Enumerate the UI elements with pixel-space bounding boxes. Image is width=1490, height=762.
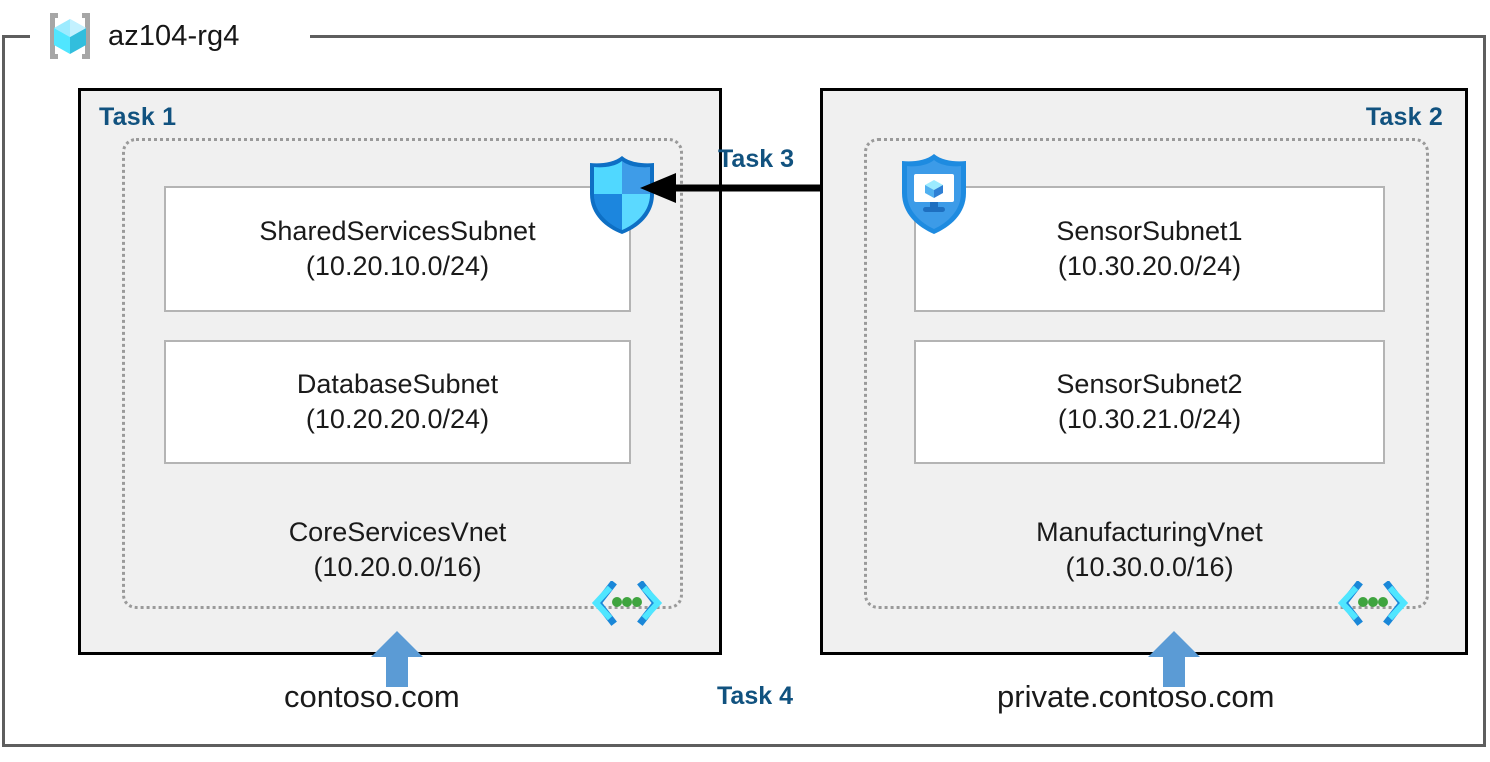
dns-zone-label-private-contoso: private.contoso.com	[997, 679, 1275, 714]
blue-up-arrow-icon	[1148, 631, 1200, 687]
vnet-cidr: (10.20.0.0/16)	[313, 552, 482, 583]
task-4-label: Task 4	[717, 682, 793, 710]
vnet-name: ManufacturingVnet	[1036, 517, 1263, 547]
subnet-cidr: (10.30.20.0/24)	[1057, 251, 1242, 281]
resource-group-label: az104-rg4	[42, 6, 240, 66]
subnet-box-sensor1: SensorSubnet1 (10.30.20.0/24)	[914, 186, 1385, 312]
blue-up-arrow-icon	[371, 631, 423, 687]
resource-group-name: az104-rg4	[108, 19, 240, 52]
task-3-label: Task 3	[718, 145, 794, 173]
vnet-caption-manufacturing: ManufacturingVnet (10.30.0.0/16)	[914, 515, 1385, 585]
vnet-container-coreservices	[122, 138, 683, 609]
azure-resource-group-cube-icon	[42, 8, 98, 64]
azure-virtual-network-icon	[591, 580, 663, 626]
vnet-container-manufacturing	[864, 138, 1429, 609]
subnet-name: SensorSubnet2	[1056, 369, 1243, 400]
subnet-box-database: DatabaseSubnet (10.20.20.0/24)	[164, 340, 631, 464]
subnet-name: DatabaseSubnet	[296, 369, 499, 400]
subnet-cidr: (10.30.21.0/24)	[1057, 404, 1242, 434]
subnet-name: SharedServicesSubnet	[259, 216, 536, 247]
subnet-cidr: (10.20.20.0/24)	[305, 404, 490, 434]
azure-vm-shield-icon	[896, 152, 972, 236]
vnet-cidr: (10.30.0.0/16)	[1065, 552, 1234, 583]
dns-zone-label-contoso: contoso.com	[284, 679, 460, 714]
subnet-box-sensor2: SensorSubnet2 (10.30.21.0/24)	[914, 340, 1385, 464]
resource-group-boundary	[2, 35, 1486, 747]
vnet-name: CoreServicesVnet	[288, 517, 507, 547]
subnet-cidr: (10.20.10.0/24)	[305, 251, 490, 281]
task-1-label: Task 1	[99, 103, 177, 131]
vnet-caption-coreservices: CoreServicesVnet (10.20.0.0/16)	[164, 515, 631, 585]
subnet-box-sharedservices: SharedServicesSubnet (10.20.10.0/24)	[164, 186, 631, 312]
azure-virtual-network-icon	[1337, 580, 1409, 626]
subnet-name: SensorSubnet1	[1056, 216, 1243, 247]
azure-firewall-shield-icon	[584, 154, 660, 236]
task-2-label: Task 2	[1365, 103, 1443, 131]
